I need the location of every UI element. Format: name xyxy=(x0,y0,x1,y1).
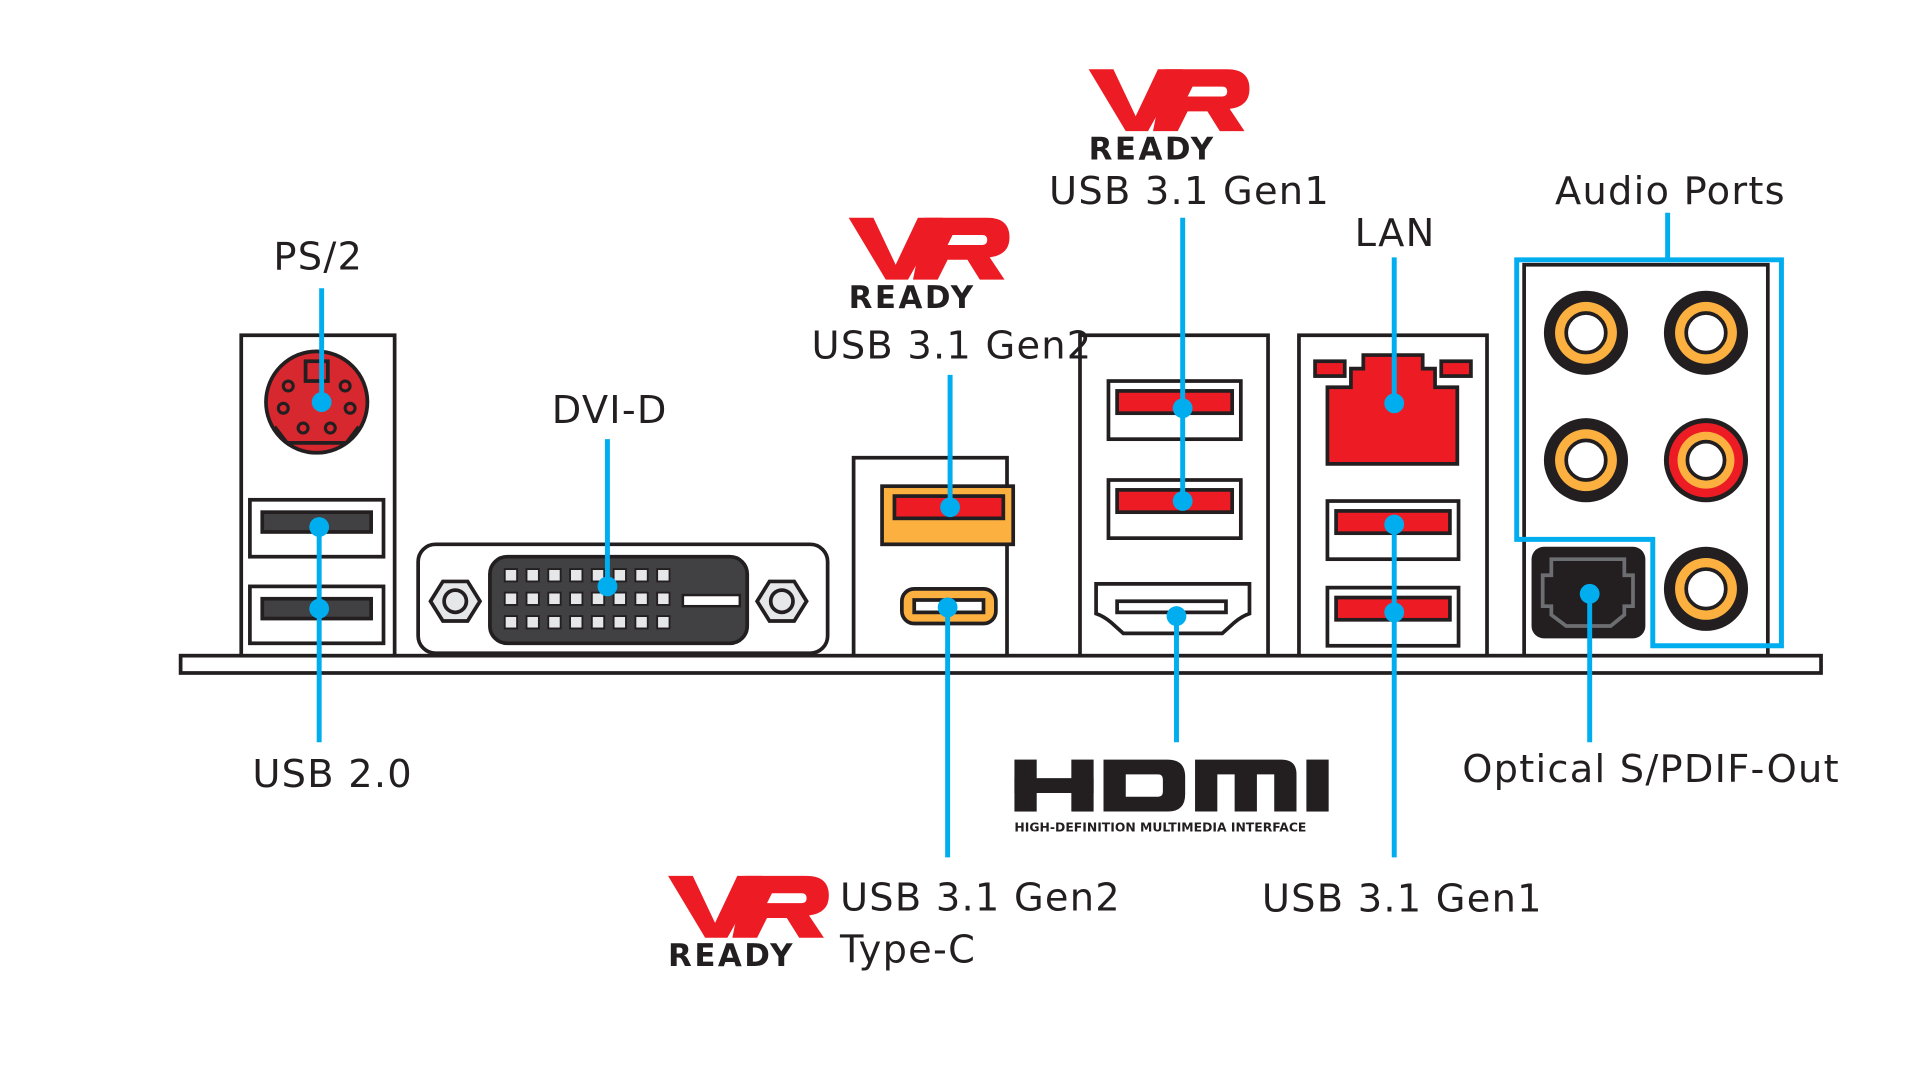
audio-jack[interactable] xyxy=(1543,418,1629,503)
dvi-pin xyxy=(590,591,606,606)
leader-dot xyxy=(597,576,618,597)
audio-jack[interactable] xyxy=(1543,290,1629,375)
label-dvi: DVI-D xyxy=(552,388,668,433)
label-usb31-gen1-bottom: USB 3.1 Gen1 xyxy=(1262,877,1543,922)
dvi-pin xyxy=(503,615,519,630)
dvi-pin xyxy=(590,568,606,583)
dvi-pin xyxy=(634,615,649,630)
vr-ready-word: READY xyxy=(1089,132,1216,168)
dvi-pin xyxy=(590,615,606,630)
dvi-pin xyxy=(547,568,562,583)
audio-jack[interactable] xyxy=(1663,290,1749,375)
audio-ports-bracket xyxy=(1514,257,1784,649)
dvi-block xyxy=(416,542,830,656)
label-optical-spdif: Optical S/PDIF-Out xyxy=(1462,747,1840,792)
vr-mark-icon xyxy=(1088,69,1250,132)
dvi-pin xyxy=(612,591,627,606)
leader-dot xyxy=(1172,398,1193,419)
io-shield-base xyxy=(178,653,1823,675)
usb31-gen2-block xyxy=(851,455,1016,658)
dvi-pin xyxy=(569,615,584,630)
dvi-pin xyxy=(525,568,540,583)
label-usb31-gen2-typec-line1: USB 3.1 Gen2 xyxy=(840,876,1121,921)
usb20-port[interactable] xyxy=(248,497,386,559)
usb31-gen1-port[interactable] xyxy=(1106,478,1243,540)
dvi-pin xyxy=(525,591,540,606)
label-ps2: PS/2 xyxy=(273,235,363,280)
dvi-pin xyxy=(503,568,519,583)
dvi-pin xyxy=(569,591,584,606)
leader-dot xyxy=(309,517,330,537)
dvi-pin xyxy=(503,591,519,606)
leader-dot xyxy=(1172,491,1193,511)
vr-ready-word: READY xyxy=(668,938,795,974)
dvi-pin xyxy=(547,615,562,630)
dvi-pin xyxy=(656,615,671,630)
dvi-pin xyxy=(612,615,627,630)
leader-dot xyxy=(1579,583,1600,604)
dvi-pin xyxy=(656,568,671,583)
label-usb20: USB 2.0 xyxy=(252,752,413,797)
hdmi-logo: ™ HIGH-DEFINITION MULTIMEDIA INTERFACE xyxy=(1014,759,1329,834)
leader-dot xyxy=(309,598,330,619)
dvi-pin xyxy=(569,568,584,583)
vr-ready-logo: READY xyxy=(1088,69,1250,168)
dvi-pin xyxy=(525,615,540,630)
dvi-screw-right xyxy=(754,579,809,623)
dvi-pin xyxy=(634,591,649,606)
leader-dot xyxy=(1384,602,1405,623)
dvi-screw-left xyxy=(428,579,483,623)
dvi-pin xyxy=(547,591,562,606)
vr-ready-logo: READY xyxy=(668,875,829,974)
label-lan: LAN xyxy=(1355,211,1436,256)
leader-dot xyxy=(1166,606,1187,626)
vr-ready-logo: READY xyxy=(848,217,1010,316)
leader-dot xyxy=(937,597,958,618)
vr-mark-icon xyxy=(848,217,1010,280)
leader-dot xyxy=(1384,514,1405,535)
audio-jack-line-out[interactable] xyxy=(1663,418,1749,503)
audio-jack[interactable] xyxy=(1663,546,1749,631)
label-usb31-gen2: USB 3.1 Gen2 xyxy=(812,324,1093,369)
leader-lines xyxy=(309,212,1671,858)
label-usb31-gen2-typec-line2: Type-C xyxy=(839,927,976,972)
label-audio-ports: Audio Ports xyxy=(1555,169,1786,214)
label-usb31-gen1-top: USB 3.1 Gen1 xyxy=(1049,169,1330,214)
leader-dot xyxy=(311,392,332,412)
leader-dot xyxy=(940,497,960,518)
dvi-pin xyxy=(612,568,627,583)
dvi-pin xyxy=(656,591,671,606)
hdmi-mark-icon xyxy=(1014,759,1329,812)
leader-dot xyxy=(1384,393,1405,414)
hdmi-tm: ™ xyxy=(1316,759,1327,772)
dvi-port[interactable] xyxy=(488,554,750,646)
dvi-pin xyxy=(634,568,649,583)
vr-mark-icon xyxy=(668,875,829,938)
hdmi-tagline: HIGH-DEFINITION MULTIMEDIA INTERFACE xyxy=(1014,820,1306,834)
audio-block xyxy=(1514,257,1784,658)
vr-ready-word: READY xyxy=(849,280,976,316)
